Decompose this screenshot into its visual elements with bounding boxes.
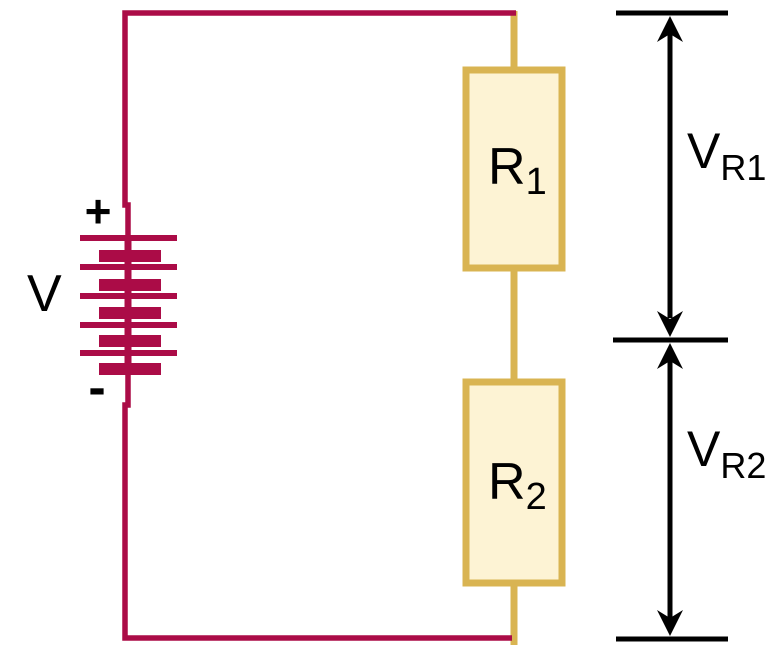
battery-symbol bbox=[80, 235, 177, 375]
resistor-r2-base: R bbox=[488, 453, 526, 511]
wire-negative-branch bbox=[122, 366, 512, 641]
resistor-r1-subscript: 1 bbox=[526, 161, 547, 203]
battery-plate-long bbox=[80, 264, 177, 270]
battery-minus-label: - bbox=[88, 359, 105, 417]
resistor-r2-body bbox=[462, 378, 566, 587]
vr1-label: VR1 bbox=[687, 123, 766, 188]
voltage-arrowheads bbox=[657, 16, 683, 636]
crimson-wiring bbox=[122, 10, 516, 641]
resistor-r1-label: R1 bbox=[488, 138, 547, 203]
voltage-dimension-lines bbox=[613, 10, 728, 642]
resistor-r1-body bbox=[462, 66, 566, 272]
vr1-base: V bbox=[687, 123, 721, 179]
battery-plate-long bbox=[80, 350, 177, 356]
vr2-base: V bbox=[687, 421, 721, 477]
battery-plate-short bbox=[99, 307, 161, 319]
battery-core-wire bbox=[124, 236, 132, 370]
vr2-arrowhead-up bbox=[657, 343, 683, 369]
vr1-arrowhead-down bbox=[657, 311, 683, 337]
battery-plate-long bbox=[80, 235, 177, 241]
vr1-arrowhead-up bbox=[657, 16, 683, 42]
battery-plate-long bbox=[80, 293, 177, 299]
vr1-subscript: R1 bbox=[720, 147, 766, 188]
resistor-r2-label: R2 bbox=[488, 453, 547, 518]
vr2-arrowhead-down bbox=[657, 610, 683, 636]
battery-plate-short bbox=[99, 335, 161, 347]
battery-plate-short bbox=[99, 250, 161, 262]
battery-plus-label: + bbox=[85, 185, 112, 237]
wire-positive-branch bbox=[122, 10, 516, 238]
battery-plate-long bbox=[80, 322, 177, 328]
vr2-subscript: R2 bbox=[720, 445, 766, 486]
battery-plate-short bbox=[99, 363, 161, 375]
diagram-labels: V + - R1 R2 VR1 VR2 bbox=[27, 123, 766, 518]
battery-voltage-label: V bbox=[27, 265, 62, 323]
resistor-r2-subscript: 2 bbox=[526, 476, 547, 518]
battery-plate-short bbox=[99, 279, 161, 291]
vr2-label: VR2 bbox=[687, 421, 766, 486]
resistor-r1-base: R bbox=[488, 138, 526, 196]
resistor-bodies bbox=[462, 66, 566, 587]
